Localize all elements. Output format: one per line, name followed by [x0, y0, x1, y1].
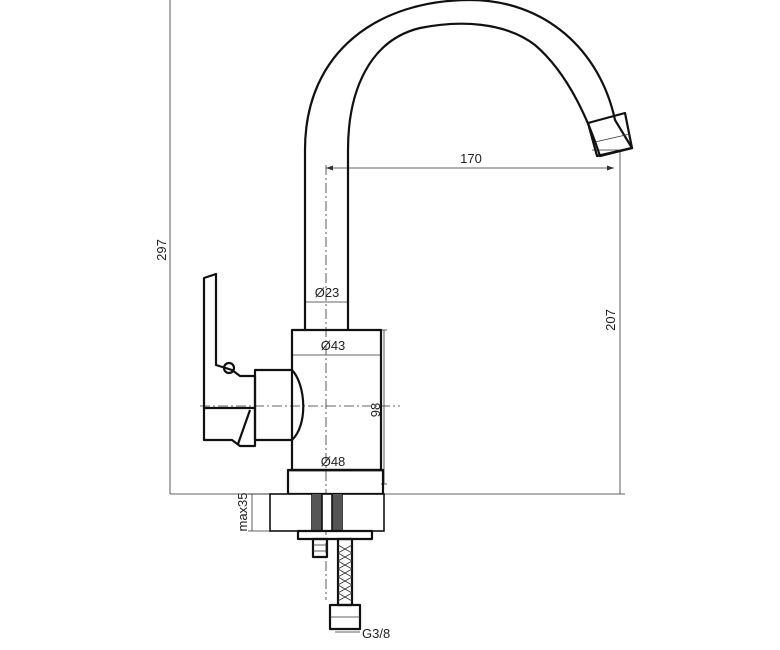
dim-max-mount: max35 — [235, 492, 250, 531]
dimension-labels: 297 170 207 Ø23 Ø43 98 Ø48 max35 G3/8 — [154, 151, 618, 641]
dim-spout-height: 207 — [603, 309, 618, 331]
dim-base-diameter: Ø48 — [321, 454, 346, 469]
mounting-section — [269, 493, 385, 631]
dimension-lines — [169, 0, 626, 633]
base-ring — [286, 468, 385, 496]
cartridge-cap — [253, 368, 305, 442]
dim-connection-thread: G3/8 — [362, 626, 390, 641]
dim-spout-reach: 170 — [460, 151, 482, 166]
dim-body-height: 98 — [368, 403, 383, 417]
dim-overall-height: 297 — [154, 239, 169, 261]
faucet-body — [202, 0, 634, 496]
dim-body-diameter: Ø43 — [321, 338, 346, 353]
spout-outlet — [586, 111, 634, 158]
dim-spout-diameter: Ø23 — [315, 285, 340, 300]
spout — [303, 0, 634, 330]
